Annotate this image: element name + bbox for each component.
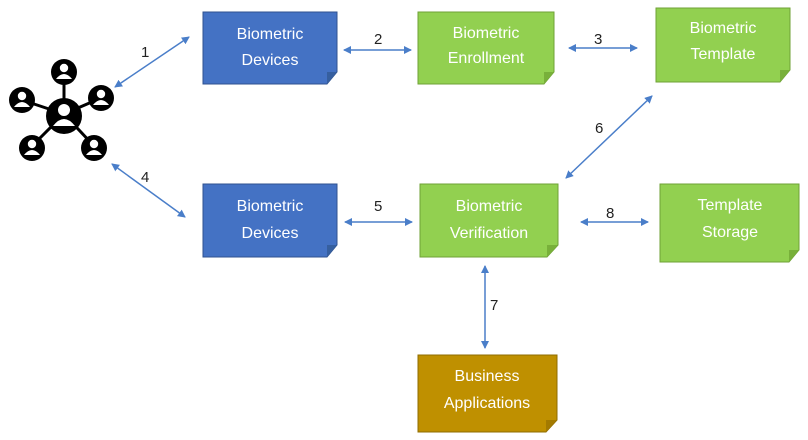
node-biometric-devices-bottom: Biometric Devices (202, 183, 338, 258)
node-label-business-line2: Applications (444, 395, 530, 412)
node-label-devices-top-line1: Biometric (237, 26, 304, 43)
node-label-verification-line2: Verification (450, 225, 528, 242)
node-biometric-devices-top: Biometric Devices (202, 11, 338, 85)
edge-label-2: 2 (374, 31, 382, 48)
node-label-business-line1: Business (455, 368, 520, 385)
edge-label-1: 1 (141, 44, 149, 61)
edge-label-4: 4 (141, 169, 149, 186)
node-label-enrollment-line2: Enrollment (448, 50, 525, 67)
node-label-enrollment-line1: Biometric (453, 25, 520, 42)
edge-users-to-devices-top (114, 36, 190, 88)
node-label-devices-bottom-line2: Devices (242, 225, 299, 242)
node-label-storage-line2: Storage (702, 224, 758, 241)
edge-labels: 1 2 3 4 5 6 7 8 (141, 31, 614, 314)
edge-label-5: 5 (374, 198, 382, 215)
node-biometric-template: Biometric Template (655, 7, 791, 83)
people-network-icon (9, 59, 114, 161)
edge-label-8: 8 (606, 205, 614, 222)
edge-template-to-verification (565, 95, 653, 179)
edge-label-6: 6 (595, 120, 603, 137)
node-label-storage-line1: Template (698, 197, 763, 214)
edge-users-to-devices-bottom (111, 163, 186, 218)
edge-label-3: 3 (594, 31, 602, 48)
node-label-template-line2: Template (691, 46, 756, 63)
node-label-devices-bottom-line1: Biometric (237, 198, 304, 215)
node-label-devices-top-line2: Devices (242, 52, 299, 69)
node-label-template-line1: Biometric (690, 20, 757, 37)
node-biometric-verification: Biometric Verification (419, 183, 559, 258)
node-label-verification-line1: Biometric (456, 198, 523, 215)
node-biometric-enrollment: Biometric Enrollment (417, 11, 555, 85)
edge-label-7: 7 (490, 297, 498, 314)
connectors (111, 36, 653, 349)
node-business-applications: Business Applications (417, 354, 558, 433)
node-template-storage: Template Storage (659, 183, 800, 263)
